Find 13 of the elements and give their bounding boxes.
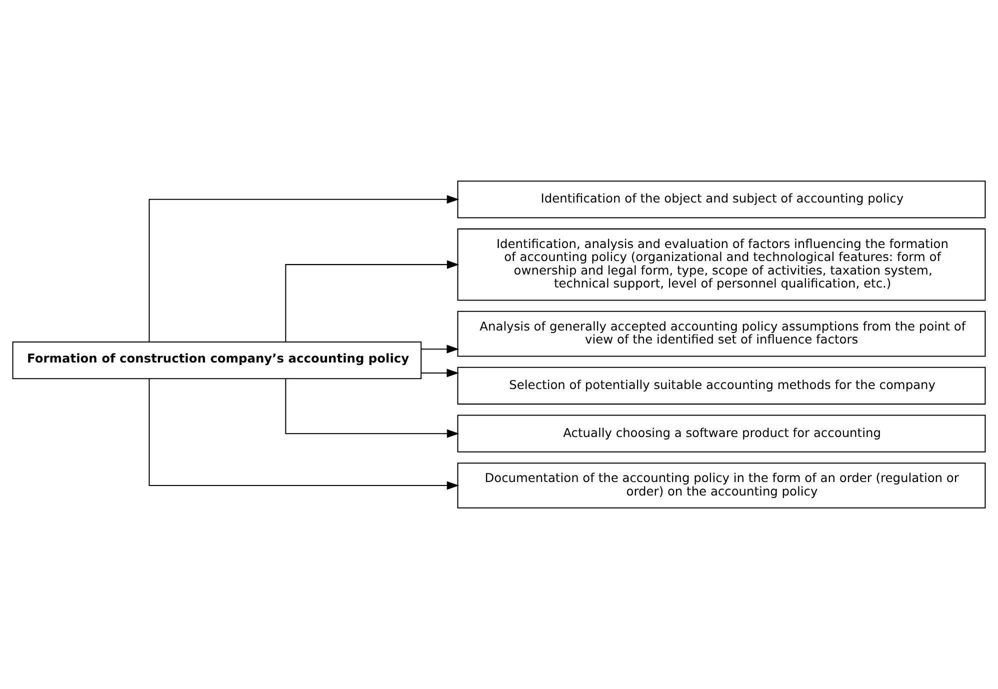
node-box: Analysis of generally accepted accounting policy assumptions from the point of view of the identified set of influence factors: [457, 310, 986, 357]
arrow: [285, 260, 460, 342]
arrow: [148, 378, 460, 490]
arrow: [148, 195, 460, 342]
arrow: [421, 344, 459, 354]
arrow: [285, 378, 460, 438]
node-box: Identification of the object and subject of accounting policy: [457, 180, 986, 218]
node-box: Selection of potentially suitable accounting methods for the company: [457, 366, 986, 405]
node-box: Formation of construction company’s accounting policy: [12, 341, 422, 380]
node-box: Documentation of the accounting policy in the form of an order (regulation or order) on the accounting policy: [457, 462, 986, 508]
node-box: Actually choosing a software product for accounting: [457, 414, 986, 452]
arrow: [421, 368, 459, 378]
node-box: Identification, analysis and evaluation of factors influencing the formation of accounting policy (organizational and technological features: form of ownership and legal form, type, scope of activities, taxation system, technical support, level of personnel qualification, etc.): [457, 228, 986, 301]
